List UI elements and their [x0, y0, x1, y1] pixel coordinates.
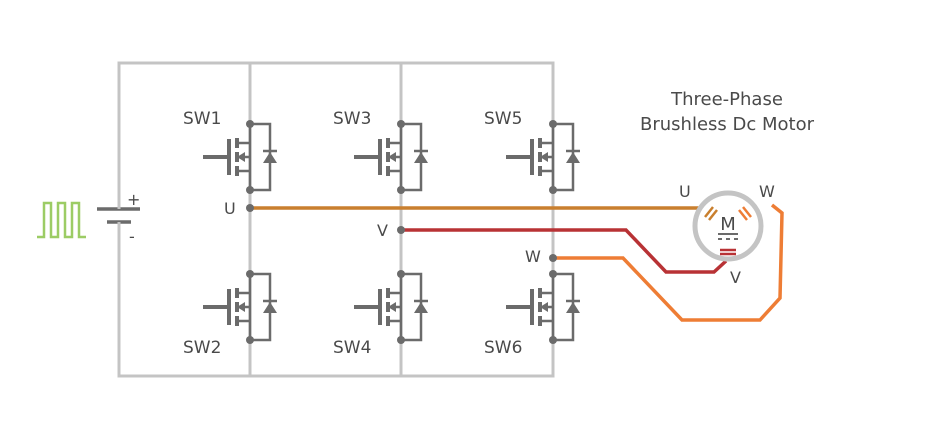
node-w-label: W: [525, 247, 541, 266]
motor-title-line2: Brushless Dc Motor: [640, 114, 815, 135]
phase-w-wire: [553, 203, 784, 322]
motor-title-line1: Three-Phase: [670, 89, 783, 110]
sw4-mosfet-icon: [352, 268, 430, 346]
sw2-label: SW2: [183, 338, 221, 358]
sw5-label: SW5: [484, 109, 522, 129]
motor-terminal-w-label: W: [759, 182, 775, 201]
motor-symbol: M: [720, 214, 736, 235]
sw4-label: SW4: [333, 338, 371, 358]
battery-minus-label: -: [129, 227, 135, 246]
motor-terminal-v-label: V: [730, 268, 741, 287]
battery-plus-label: +: [127, 190, 140, 209]
sw1-label: SW1: [183, 109, 221, 129]
sw6-mosfet-icon: [504, 268, 582, 346]
sw2-mosfet-icon: [201, 268, 279, 346]
node-u-dot: [246, 204, 254, 212]
motor-icon: [692, 190, 764, 262]
node-v-dot: [397, 226, 405, 234]
node-v-label: V: [377, 221, 388, 240]
sw3-label: SW3: [333, 109, 371, 129]
pwm-signal-icon: [37, 201, 86, 239]
node-w-dot: [549, 254, 557, 262]
phase-v-wire: [401, 228, 728, 274]
motor-terminal-u-label: U: [679, 182, 691, 201]
sw5-mosfet-icon: [504, 118, 582, 196]
phase-u-wire: [250, 206, 715, 218]
sw6-label: SW6: [484, 338, 522, 358]
sw1-mosfet-icon: [201, 118, 279, 196]
battery-icon: [97, 190, 140, 242]
node-u-label: U: [224, 199, 236, 218]
sw3-mosfet-icon: [352, 118, 430, 196]
